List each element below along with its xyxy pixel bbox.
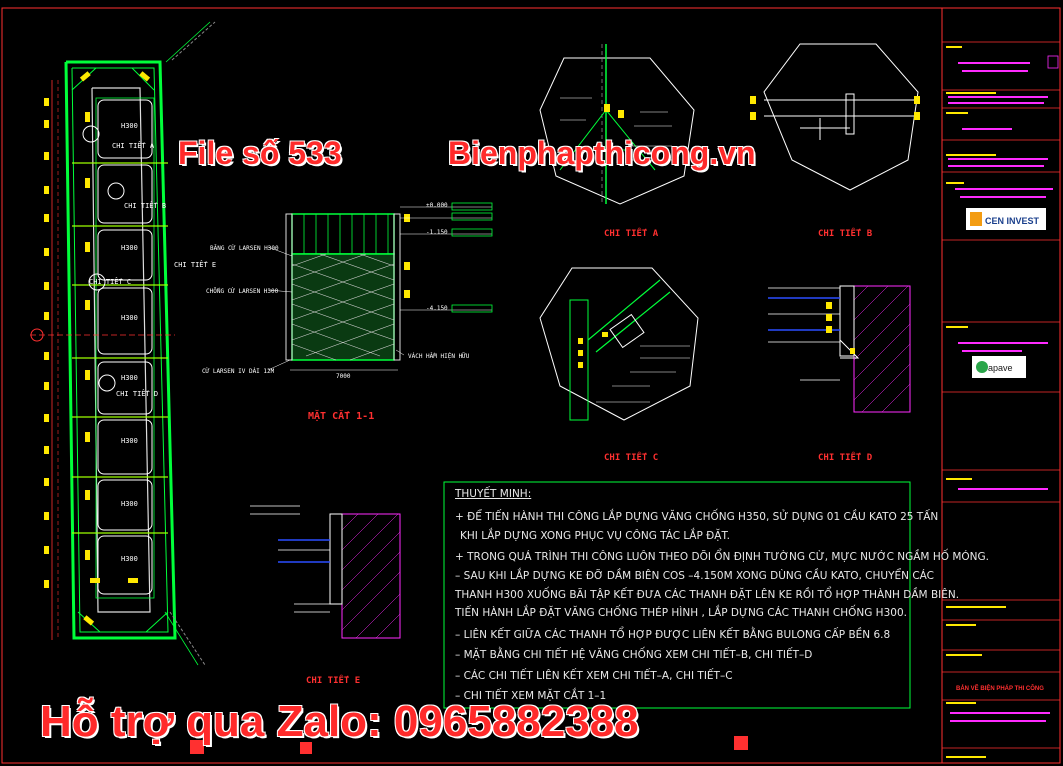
plan-label-12: H300: [121, 555, 138, 563]
notes-box: [443, 481, 911, 709]
plan-label-1: H300: [121, 122, 138, 130]
section-label-cu-larsen: CỪ LARSEN IV DÀI 12M: [202, 368, 275, 375]
section-label-chong-cu: CHỐNG CỪ LARSEN H300: [206, 288, 279, 295]
detail-d-title: CHI TIẾT D: [818, 451, 873, 463]
notes-line-1: + ĐỂ TIẾN HÀNH THI CÔNG LẮP DỰNG VĂNG CH…: [455, 511, 939, 523]
section-title: MẶT CẮT 1-1: [308, 409, 374, 422]
apave-logo: [972, 356, 1026, 378]
notes-line-5: THANH H300 XUỐNG BÃI TẬP KẾT ĐƯA CÁC THA…: [455, 589, 960, 601]
drawing-frame: [1, 7, 1061, 764]
detail-c-title: CHI TIẾT C: [604, 451, 658, 463]
section-label-vach-ham: VÁCH HẦM HIỆN HỮU: [408, 352, 470, 360]
plan-label-8: H300: [121, 374, 138, 382]
section-1-1: BĂNG CỪ LARSEN H300 CHỐNG CỪ LARSEN H300…: [202, 202, 493, 422]
notes-line-8: – MẶT BẰNG CHI TIẾT HỆ VĂNG CHỐNG XEM CH…: [455, 649, 813, 661]
notes-heading: THUYẾT MINH:: [455, 488, 532, 500]
cen-invest-logo: [966, 208, 1046, 230]
plan-label-6: CHI TIẾT C: [89, 277, 131, 286]
section-level-2: -1.150: [426, 229, 448, 236]
detail-b-title: CHI TIẾT B: [818, 227, 873, 239]
detail-a-title: CHI TIẾT A: [604, 227, 659, 239]
detail-e: CHI TIẾT E: [250, 505, 401, 686]
plan-label-7: H300: [121, 314, 138, 322]
detail-d: CHI TIẾT D: [768, 285, 911, 463]
watermark-site: Bienphapthicong.vn: [448, 135, 756, 171]
notes-line-7: – LIÊN KẾT GIỮA CÁC THANH TỔ HỢP ĐƯỢC LI…: [455, 629, 891, 641]
detail-e-title: CHI TIẾT E: [306, 674, 360, 686]
section-label-bang-cu: BĂNG CỪ LARSEN H300: [210, 245, 279, 252]
plan-label-5: CHI TIẾT E: [174, 260, 216, 269]
detail-b: CHI TIẾT B: [750, 43, 920, 239]
watermark-support: Hỗ trợ qua Zalo: 0965882388: [40, 697, 639, 746]
plan-label-3: CHI TIẾT B: [124, 201, 166, 210]
plan-label-10: H300: [121, 437, 138, 445]
notes-line-4: – SAU KHI LẮP DỰNG KE ĐỠ DẦM BIÊN COS –4…: [455, 570, 934, 582]
title-block: CEN INVEST apave BẢN VẼ BIỆN PHÁP THI CÔ…: [942, 41, 1060, 758]
section-level-3: -4.150: [426, 305, 448, 312]
plan-label-9: CHI TIẾT D: [116, 389, 158, 398]
section-dim: 7000: [336, 373, 351, 380]
watermark-file-number: File số 533: [178, 135, 342, 171]
title-block-heading: BẢN VẼ BIỆN PHÁP THI CÔNG: [956, 684, 1044, 692]
plan-label-11: H300: [121, 500, 138, 508]
plan-label-2: CHI TIẾT A: [112, 141, 155, 150]
apave-logo-text: apave: [988, 363, 1013, 373]
notes-line-2: KHI LẮP DỰNG XONG PHỤC VỤ CÔNG TÁC LẮP Đ…: [460, 530, 730, 542]
section-level-1: ±0.000: [426, 202, 448, 209]
detail-a: CHI TIẾT A: [539, 44, 695, 239]
notes-line-6: TIẾN HÀNH LẮP ĐẶT VĂNG CHỐNG THÉP HÌNH ,…: [455, 607, 907, 619]
cen-invest-logo-text: CEN INVEST: [985, 216, 1040, 226]
notes-line-10: – CHI TIẾT XEM MẶT CẮT 1–1: [455, 690, 607, 702]
plan-label-4: H300: [121, 244, 138, 252]
notes-line-3: + TRONG QUÁ TRÌNH THI CÔNG LUÔN THEO DÕI…: [455, 551, 989, 563]
plan-view: H300 CHI TIẾT A CHI TIẾT B H300 CHI TIẾT…: [30, 21, 216, 666]
notes-line-9: – CÁC CHI TIẾT LIÊN KẾT XEM CHI TIẾT–A, …: [455, 670, 733, 682]
detail-c: CHI TIẾT C: [539, 267, 699, 463]
